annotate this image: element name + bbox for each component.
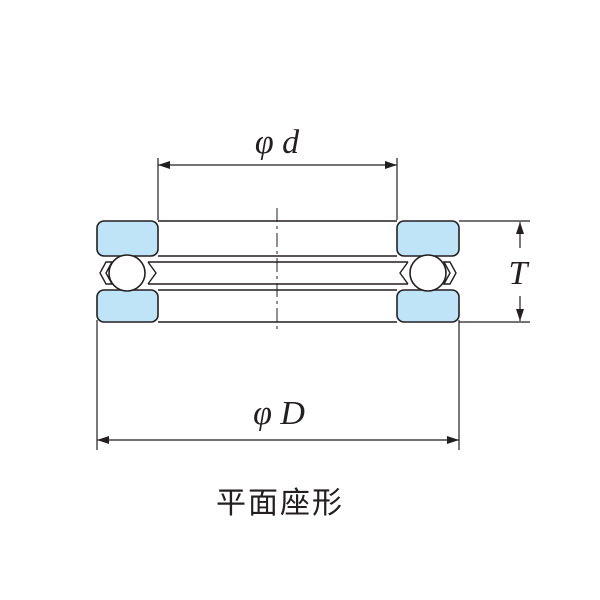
right-ball [409, 254, 447, 292]
left-ball [108, 254, 146, 292]
right-section [396, 220, 460, 323]
inner-diameter-dimension: φ d [157, 124, 398, 220]
diagram-caption: 平面座形 [216, 486, 344, 521]
right-cage [442, 261, 457, 285]
left-bottom-race [96, 289, 159, 323]
height-label: T [509, 255, 530, 292]
left-section [96, 220, 159, 323]
right-top-race [396, 220, 460, 257]
outer-diameter-label: φ D [253, 395, 305, 432]
right-cage-inner [399, 261, 409, 285]
inner-diameter-label: φ d [255, 124, 300, 161]
height-dimension: T [459, 220, 530, 323]
right-bottom-race [396, 289, 460, 323]
outer-diameter-dimension: φ D [96, 320, 460, 450]
left-top-race [96, 220, 159, 257]
washer-bore-lines [148, 220, 408, 323]
left-cage-inner [147, 261, 157, 285]
